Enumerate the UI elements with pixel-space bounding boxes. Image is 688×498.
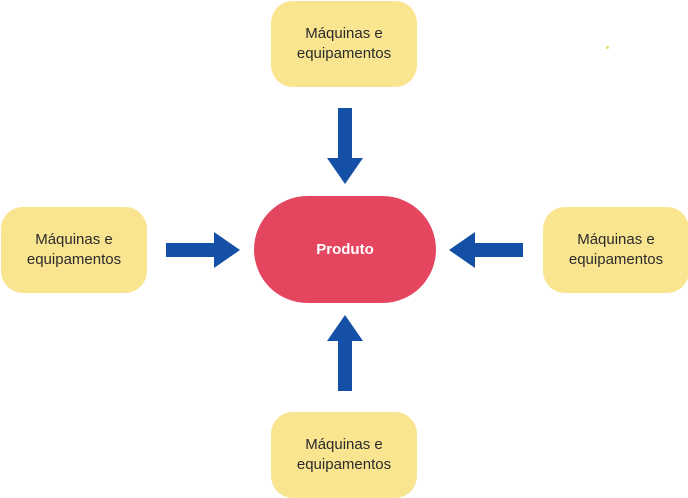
node-right: Máquinas e equipamentos [543, 207, 688, 293]
arrow-down-icon [327, 108, 363, 184]
decorative-dot [606, 46, 609, 49]
center-node: Produto [254, 196, 436, 303]
node-left-label: Máquinas e equipamentos [26, 231, 122, 268]
arrow-right-icon [166, 232, 240, 268]
node-bottom-label: Máquinas e equipamentos [296, 436, 392, 473]
center-node-label: Produto [316, 241, 374, 258]
arrow-up-icon [327, 315, 363, 391]
node-right-label: Máquinas e equipamentos [568, 231, 664, 268]
node-top-label: Máquinas e equipamentos [296, 25, 392, 62]
node-bottom: Máquinas e equipamentos [271, 412, 417, 498]
node-left: Máquinas e equipamentos [1, 207, 147, 293]
node-top: Máquinas e equipamentos [271, 1, 417, 87]
arrow-left-icon [449, 232, 523, 268]
